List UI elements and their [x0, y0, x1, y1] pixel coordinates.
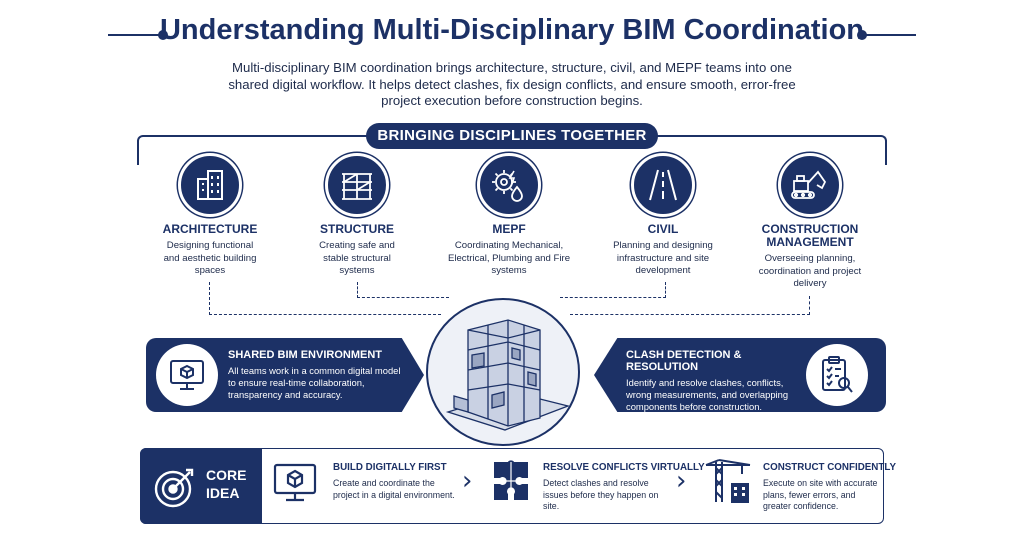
title-dot-right: [857, 30, 867, 40]
discipline-desc: Creating safe and stable structural syst…: [319, 240, 395, 276]
discipline-mepf: MEPF Coordinating Mechanical, Electrical…: [429, 153, 589, 278]
step-text: Create and coordinate the project in a d…: [333, 478, 455, 500]
monitor-cube-icon: [273, 463, 317, 502]
connector: [560, 297, 666, 298]
disciplines-banner: BRINGING DISCIPLINES TOGETHER: [366, 123, 658, 149]
title-dot-left: [158, 30, 168, 40]
connector: [357, 282, 358, 298]
connector: [570, 314, 810, 315]
puzzle-icon: [494, 460, 528, 500]
discipline-name: ARCHITECTURE: [162, 222, 258, 236]
discipline-civil: CIVIL Planning and designing infrastruct…: [583, 153, 743, 278]
clash-icon-wrap: [806, 344, 868, 406]
clash-detection-content: CLASH DETECTION & RESOLUTION Identify an…: [626, 349, 806, 413]
road-icon: [631, 153, 695, 217]
connector: [809, 296, 810, 315]
gear-bolt-drop-icon: [477, 153, 541, 217]
step-text: Detect clashes and resolve issues before…: [543, 478, 659, 511]
discipline-desc: Overseeing planning, coordination and pr…: [758, 253, 862, 289]
excavator-icon: [778, 153, 842, 217]
monitor-cube-icon: [170, 360, 204, 390]
connector: [209, 282, 210, 315]
connector: [209, 314, 441, 315]
discipline-desc: Planning and designing infrastructure an…: [613, 240, 713, 276]
connector: [357, 297, 449, 298]
discipline-name: MEPF: [492, 222, 526, 236]
discipline-structure: STRUCTURE Creating safe and stable struc…: [277, 153, 437, 278]
discipline-construction-management: CONSTRUCTION MANAGEMENT Overseeing plann…: [730, 153, 890, 291]
target-icon: [154, 468, 194, 508]
shared-bim-icon-wrap: [156, 344, 218, 406]
discipline-desc: Coordinating Mechanical, Electrical, Plu…: [447, 240, 571, 276]
step-title: BUILD DIGITALLY FIRST: [333, 462, 447, 473]
discipline-name: STRUCTURE: [320, 222, 394, 236]
title-rule-right: [862, 34, 916, 36]
page-title: Understanding Multi-Disciplinary BIM Coo…: [159, 14, 865, 46]
central-building-illustration: [426, 298, 580, 446]
discipline-desc: Designing functional and aesthetic build…: [163, 240, 257, 276]
step-text: Execute on site with accurate plans, few…: [763, 478, 878, 511]
core-idea-line1: CORE: [206, 467, 247, 483]
checklist-magnifier-icon: [822, 356, 853, 393]
clash-detection-text: Identify and resolve clashes, conflicts,…: [626, 377, 789, 412]
building-icon: [178, 153, 242, 217]
discipline-name: CIVIL: [647, 222, 679, 236]
title-rule-left: [108, 34, 162, 36]
clash-detection-title: CLASH DETECTION & RESOLUTION: [626, 349, 742, 373]
crane-icon: [705, 459, 751, 503]
shared-bim-text: All teams work in a common digital model…: [228, 365, 401, 400]
shared-bim-title: SHARED BIM ENVIRONMENT: [228, 349, 383, 361]
step-title: CONSTRUCT CONFIDENTLY: [763, 462, 896, 473]
connector: [665, 282, 666, 298]
discipline-architecture: ARCHITECTURE Designing functional and ae…: [130, 153, 290, 278]
core-idea-panel: CORE IDEA: [140, 448, 262, 524]
core-idea-line2: IDEA: [206, 485, 240, 501]
chevron-right-icon: ›: [676, 466, 687, 496]
core-idea-label: CORE IDEA: [206, 466, 246, 502]
chevron-right-icon: ›: [462, 466, 473, 496]
step-title: RESOLVE CONFLICTS VIRTUALLY: [543, 462, 705, 473]
shared-bim-content: SHARED BIM ENVIRONMENT All teams work in…: [228, 349, 404, 401]
discipline-name: CONSTRUCTION MANAGEMENT: [761, 222, 859, 249]
frame-icon: [325, 153, 389, 217]
intro-text: Multi-disciplinary BIM coordination brin…: [228, 60, 796, 108]
